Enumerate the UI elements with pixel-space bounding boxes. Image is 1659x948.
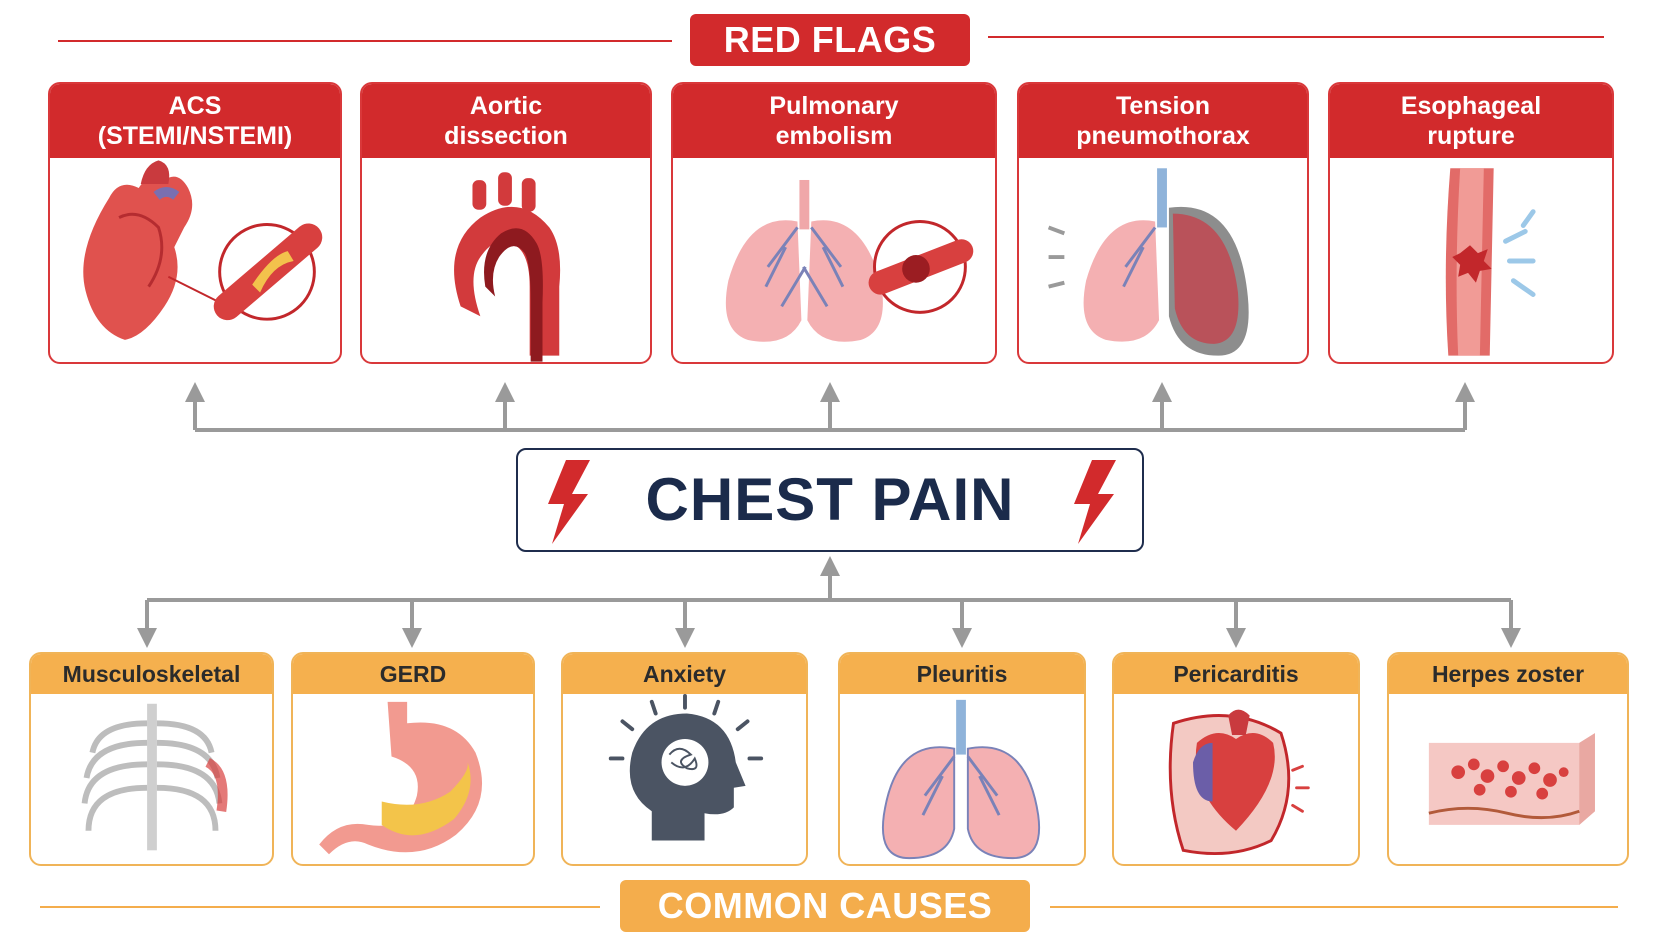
common-causes-title: COMMON CAUSES bbox=[620, 880, 1030, 932]
red-flags-line-right bbox=[988, 36, 1604, 38]
cause-label: Anxiety bbox=[563, 654, 806, 694]
lightning-bolt-icon bbox=[548, 460, 590, 544]
cause-label: GERD bbox=[293, 654, 533, 694]
cause-card-pericarditis: Pericarditis bbox=[1112, 652, 1360, 866]
cause-card-pleuritis: Pleuritis bbox=[838, 652, 1086, 866]
cause-label: Pleuritis bbox=[840, 654, 1084, 694]
red-flags-title: RED FLAGS bbox=[690, 14, 970, 66]
lungs-clot-icon bbox=[673, 158, 995, 362]
cause-label: Pericarditis bbox=[1114, 654, 1358, 694]
lungs-icon bbox=[840, 694, 1084, 864]
red-flag-card-esophageal-rupture: Esophageal rupture bbox=[1328, 82, 1614, 364]
red-flag-card-acs: ACS (STEMI/NSTEMI) bbox=[48, 82, 342, 364]
cause-label: Musculoskeletal bbox=[31, 654, 272, 694]
ribcage-icon bbox=[31, 694, 272, 864]
chest-pain-box: CHEST PAIN bbox=[516, 448, 1144, 552]
red-flags-line-left bbox=[58, 40, 672, 42]
skin-rash-icon bbox=[1389, 694, 1627, 864]
red-flag-card-pulmonary-embolism: Pulmonary embolism bbox=[671, 82, 997, 364]
cause-card-anxiety: Anxiety bbox=[561, 652, 808, 866]
aorta-icon bbox=[362, 158, 650, 362]
red-flag-label: Tension pneumothorax bbox=[1019, 84, 1307, 158]
cause-label: Herpes zoster bbox=[1389, 654, 1627, 694]
common-causes-line-left bbox=[40, 906, 600, 908]
esophagus-tear-icon bbox=[1330, 158, 1612, 362]
red-flag-label: Aortic dissection bbox=[362, 84, 650, 158]
heart-artery-icon bbox=[50, 158, 340, 362]
lightning-bolt-icon bbox=[1074, 460, 1116, 544]
red-flag-label: ACS (STEMI/NSTEMI) bbox=[50, 84, 340, 158]
common-causes-line-right bbox=[1050, 906, 1618, 908]
cause-card-musculoskeletal: Musculoskeletal bbox=[29, 652, 274, 866]
red-flag-card-aortic-dissection: Aortic dissection bbox=[360, 82, 652, 364]
head-tangle-icon bbox=[563, 694, 806, 864]
cause-card-herpes-zoster: Herpes zoster bbox=[1387, 652, 1629, 866]
collapsed-lung-icon bbox=[1019, 158, 1307, 362]
red-flag-card-tension-pneumothorax: Tension pneumothorax bbox=[1017, 82, 1309, 364]
heart-inflamed-icon bbox=[1114, 694, 1358, 864]
red-flag-label: Pulmonary embolism bbox=[673, 84, 995, 158]
stomach-icon bbox=[293, 694, 533, 864]
cause-card-gerd: GERD bbox=[291, 652, 535, 866]
red-flag-label: Esophageal rupture bbox=[1330, 84, 1612, 158]
chest-pain-title: CHEST PAIN bbox=[645, 466, 1015, 533]
